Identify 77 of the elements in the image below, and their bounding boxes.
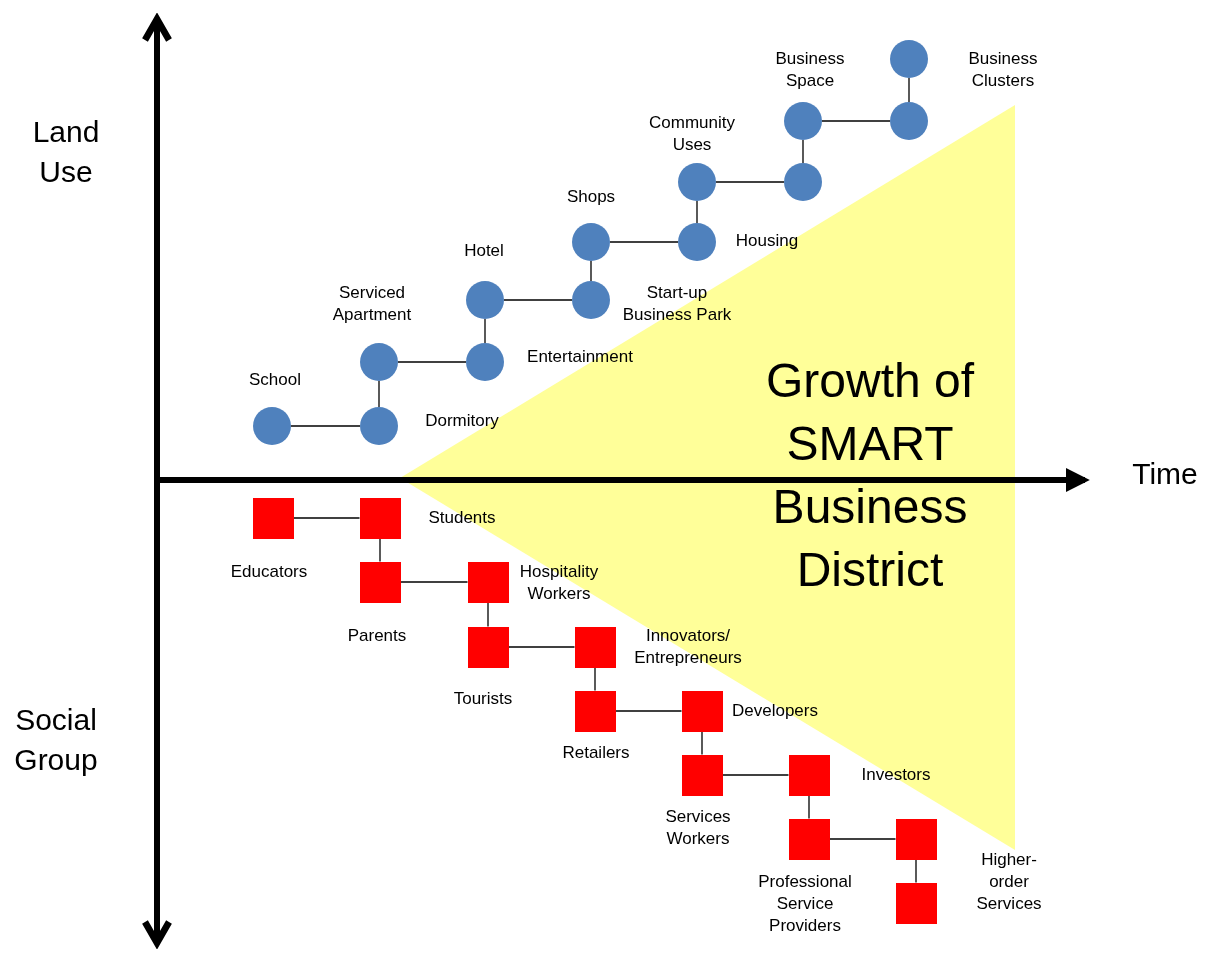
triangle-title: Growth of SMART Business District [764, 353, 976, 598]
node-caption: Students [427, 507, 497, 529]
connector-line [507, 646, 576, 648]
land-use-circle [890, 102, 928, 140]
connector-line [908, 77, 910, 103]
connector-line [821, 120, 891, 122]
connector-line [487, 601, 489, 628]
social-group-square [681, 754, 723, 796]
land-use-circle [360, 343, 398, 381]
social-group-square [788, 818, 830, 860]
connector-line [503, 299, 573, 301]
social-group-square [574, 690, 616, 732]
social-group-square [467, 561, 509, 603]
node-caption: Innovators/ Entrepreneurs [633, 625, 743, 669]
node-caption: Professional Service Providers [757, 871, 853, 937]
node-caption: Business Clusters [967, 48, 1039, 92]
connector-line [397, 361, 467, 363]
node-caption: Parents [346, 625, 408, 647]
node-caption: Services Workers [664, 806, 732, 850]
node-caption: Shops [565, 186, 617, 208]
land-use-circle [890, 40, 928, 78]
node-caption: Higher- order Services [975, 849, 1043, 915]
social-group-square [467, 626, 509, 668]
connector-line [399, 581, 469, 583]
connector-line [614, 710, 683, 712]
connector-line [696, 200, 698, 224]
social-group-square [681, 690, 723, 732]
node-caption: Hotel [463, 240, 505, 262]
node-caption: Retailers [561, 742, 631, 764]
land-use-circle [466, 343, 504, 381]
node-caption: Developers [731, 700, 819, 722]
connector-line [808, 794, 810, 820]
land-use-circle [678, 163, 716, 201]
node-caption: Start-up Business Park [621, 282, 733, 326]
node-caption: Investors [860, 764, 932, 786]
connector-line [594, 666, 596, 692]
axis-label: Land Use [31, 114, 101, 190]
land-use-circle [784, 163, 822, 201]
axis-label: Time [1131, 456, 1199, 492]
axis-label: Social Group [13, 702, 99, 778]
node-caption: Tourists [452, 688, 514, 710]
connector-line [701, 730, 703, 756]
land-use-circle [466, 281, 504, 319]
node-caption: Educators [229, 561, 309, 583]
node-caption: Business Space [774, 48, 846, 92]
land-use-circle [253, 407, 291, 445]
connector-line [715, 181, 785, 183]
land-use-circle [572, 223, 610, 261]
social-group-square [359, 561, 401, 603]
social-group-square [895, 882, 937, 924]
connector-line [378, 380, 380, 408]
connector-line [290, 425, 361, 427]
land-use-circle [784, 102, 822, 140]
connector-line [915, 858, 917, 884]
node-caption: Dormitory [424, 410, 500, 432]
node-caption: Hospitality Workers [518, 561, 600, 605]
connector-line [484, 318, 486, 344]
social-group-square [359, 497, 401, 539]
node-caption: Entertainment [526, 346, 634, 368]
node-caption: Community Uses [648, 112, 736, 156]
social-group-square [574, 626, 616, 668]
connector-line [802, 139, 804, 164]
land-use-circle [572, 281, 610, 319]
node-caption: Housing [734, 230, 800, 252]
connector-line [379, 537, 381, 563]
node-caption: Serviced Apartment [331, 282, 413, 326]
land-use-circle [360, 407, 398, 445]
social-group-square [788, 754, 830, 796]
connector-line [721, 774, 790, 776]
node-caption: School [248, 369, 302, 391]
connector-line [590, 260, 592, 282]
social-group-square [252, 497, 294, 539]
connector-line [828, 838, 897, 840]
connector-line [292, 517, 361, 519]
social-group-square [895, 818, 937, 860]
connector-line [609, 241, 679, 243]
land-use-circle [678, 223, 716, 261]
